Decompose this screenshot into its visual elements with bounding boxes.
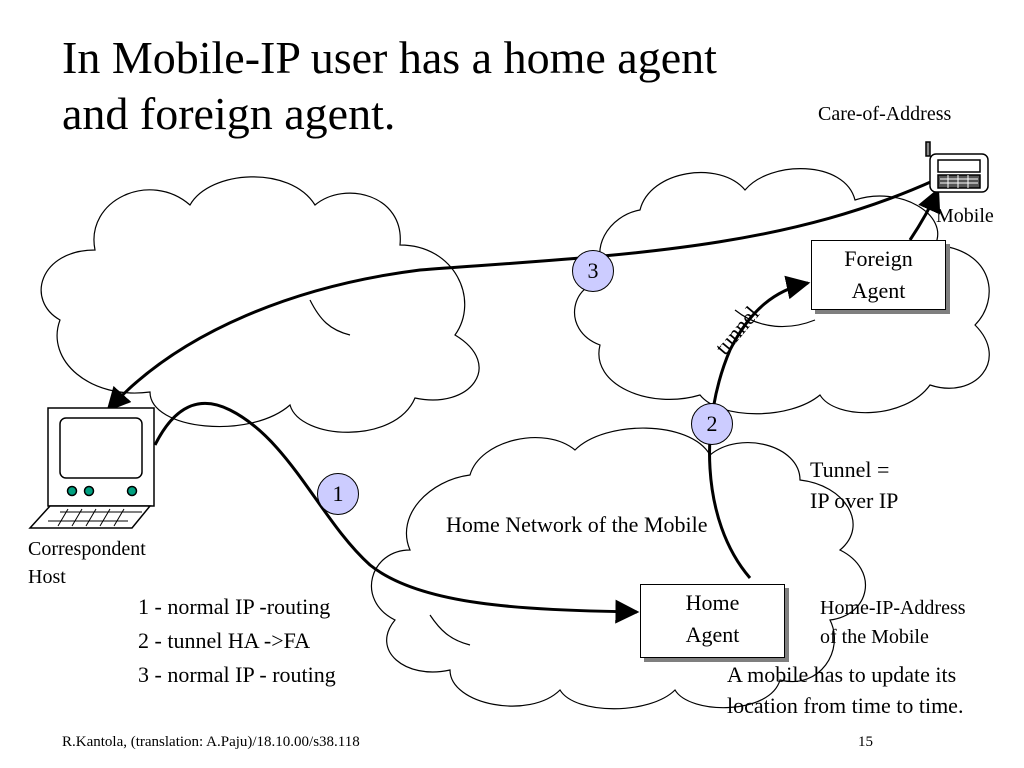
step-2-marker: 2 xyxy=(691,403,733,445)
mobile-label: Mobile xyxy=(936,205,994,227)
legend-item-3: 3 - normal IP - routing xyxy=(138,662,336,687)
correspondent-label-1: Correspondent xyxy=(28,538,146,560)
route-2-line xyxy=(708,275,811,579)
legend-item-2: 2 - tunnel HA ->FA xyxy=(138,628,311,653)
right-cloud xyxy=(573,168,990,415)
route-3-line xyxy=(106,178,936,412)
step-3-marker: 3 xyxy=(572,250,614,292)
update-note-2: location from time to time. xyxy=(727,693,964,718)
correspondent-label-2: Host xyxy=(28,566,66,588)
routing-legend: 1 - normal IP -routing 2 - tunnel HA ->F… xyxy=(138,592,336,694)
foreign-agent-box: Foreign Agent xyxy=(811,240,946,310)
tunnel-definition-2: IP over IP xyxy=(810,488,899,513)
left-cloud xyxy=(40,176,480,433)
fa-to-mobile-line xyxy=(908,187,941,241)
home-network-label: Home Network of the Mobile xyxy=(446,512,708,537)
step-1-marker: 1 xyxy=(317,473,359,515)
computer-icon xyxy=(28,407,155,529)
route-1-line xyxy=(153,401,640,624)
slide-number: 15 xyxy=(858,734,873,750)
home-agent-label-1: Home xyxy=(685,590,740,615)
foreign-agent-label-1: Foreign xyxy=(844,246,913,271)
foreign-agent-label-2: Agent xyxy=(851,278,906,303)
slide-title: In Mobile-IP user has a home agent and f… xyxy=(62,32,717,139)
tunnel-definition-1: Tunnel = xyxy=(810,457,890,482)
footer-source: R.Kantola, (translation: A.Paju)/18.10.0… xyxy=(62,734,360,750)
legend-item-1: 1 - normal IP -routing xyxy=(138,594,331,619)
care-of-address-label: Care-of-Address xyxy=(818,103,952,125)
home-ip-label-1: Home-IP-Address xyxy=(820,597,966,619)
mobile-phone-icon xyxy=(925,141,989,193)
home-agent-label-2: Agent xyxy=(685,622,740,647)
home-ip-label-2: of the Mobile xyxy=(820,626,929,648)
update-note-1: A mobile has to update its xyxy=(727,662,957,687)
home-agent-box: Home Agent xyxy=(640,584,785,658)
